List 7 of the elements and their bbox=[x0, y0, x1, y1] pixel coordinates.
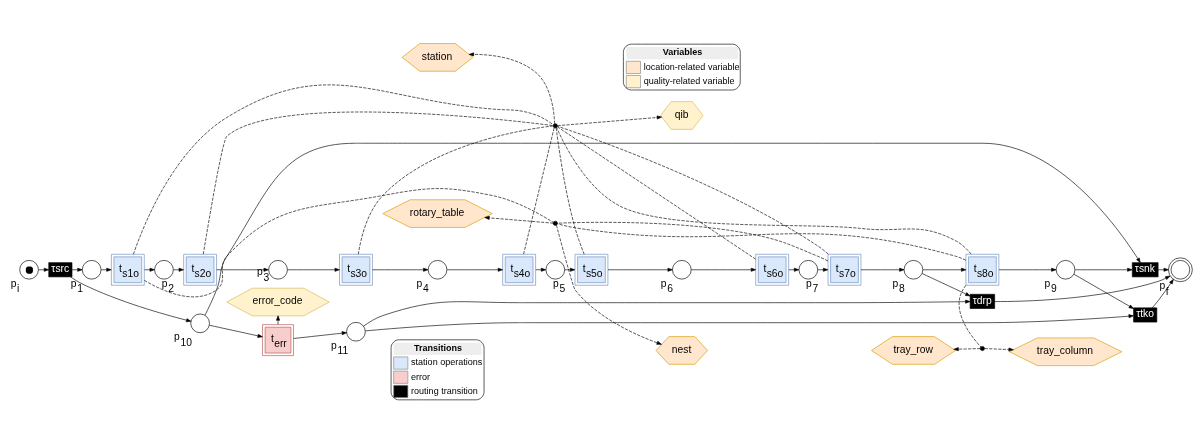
legend-label: location-related variable bbox=[643, 61, 740, 72]
legend-label: station operations bbox=[411, 356, 483, 367]
label: Variables bbox=[662, 46, 703, 57]
legend-label: routing transition bbox=[411, 385, 478, 396]
legend-label: quality-related variable bbox=[643, 75, 735, 86]
label: Transitions bbox=[413, 342, 463, 353]
legend-label: error bbox=[411, 371, 431, 382]
